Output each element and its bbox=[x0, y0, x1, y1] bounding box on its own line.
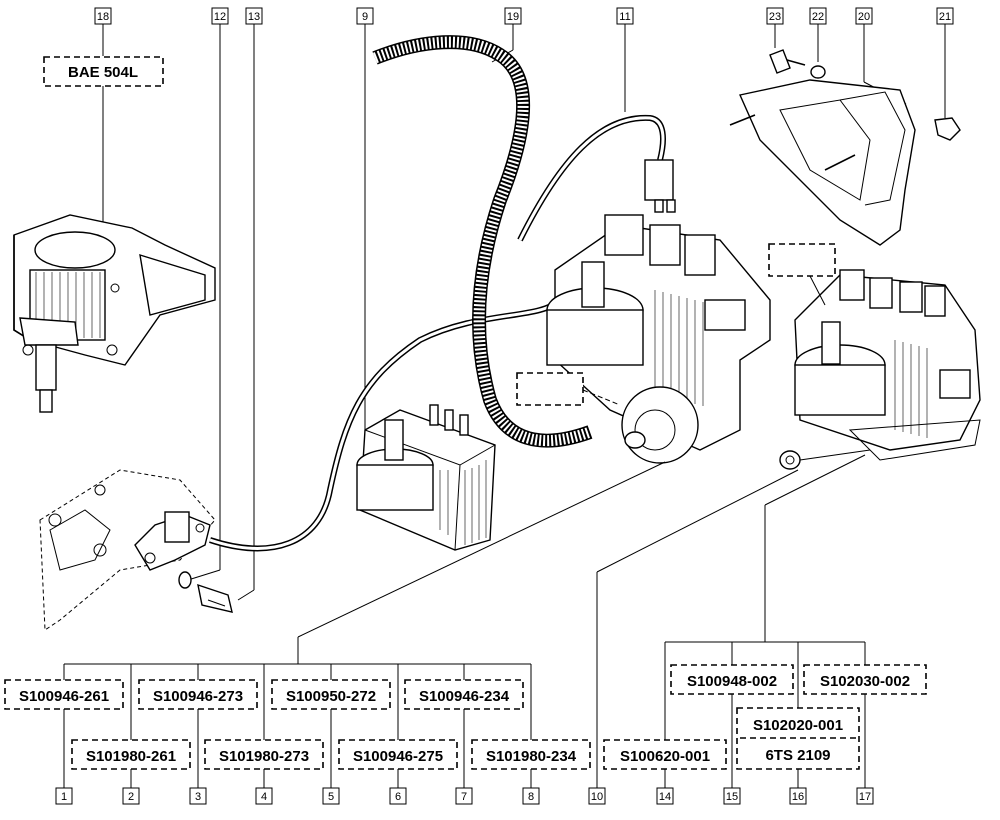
callout-3: 3 bbox=[189, 787, 207, 805]
coil-module-main bbox=[546, 214, 771, 464]
svg-text:S100946-275: S100946-275 bbox=[353, 748, 443, 765]
svg-text:13: 13 bbox=[248, 11, 260, 23]
callout-12: 12 bbox=[187, 7, 229, 581]
callout-17: 17 bbox=[856, 787, 874, 805]
svg-text:9: 9 bbox=[362, 11, 368, 23]
part-label-2: S101980-261 bbox=[71, 739, 191, 788]
svg-text:18: 18 bbox=[97, 11, 109, 23]
svg-text:3: 3 bbox=[195, 791, 201, 803]
part-label-8: S101980-234 bbox=[471, 739, 591, 788]
callout-2: 2 bbox=[122, 787, 140, 805]
svg-text:5: 5 bbox=[328, 791, 334, 803]
callout-7: 7 bbox=[455, 787, 473, 805]
svg-text:16: 16 bbox=[792, 791, 804, 803]
svg-text:S101980-261: S101980-261 bbox=[86, 748, 176, 765]
svg-text:12: 12 bbox=[214, 11, 226, 23]
svg-text:S100946-273: S100946-273 bbox=[153, 688, 243, 705]
svg-text:6: 6 bbox=[395, 791, 401, 803]
callout-15: 15 bbox=[723, 787, 741, 805]
coil-9 bbox=[356, 404, 496, 551]
svg-text:10: 10 bbox=[591, 791, 603, 803]
bracket-20 bbox=[729, 79, 916, 246]
callout-14: 14 bbox=[656, 787, 674, 805]
coil-module-right bbox=[794, 269, 981, 461]
svg-text:S100620-001: S100620-001 bbox=[620, 748, 710, 765]
svg-text:15: 15 bbox=[726, 791, 738, 803]
sensor-unit bbox=[134, 511, 211, 571]
dashed-placeholder-right bbox=[768, 243, 836, 306]
clip-21 bbox=[934, 117, 961, 141]
callout-18: 18 bbox=[94, 7, 112, 56]
part-label-4: S101980-273 bbox=[204, 739, 324, 788]
svg-text:17: 17 bbox=[859, 791, 871, 803]
svg-text:S102030-002: S102030-002 bbox=[820, 673, 910, 690]
dashed-placeholder-left bbox=[516, 372, 621, 406]
engine-bracket bbox=[39, 469, 216, 631]
callout-10: 10 bbox=[588, 787, 606, 805]
svg-text:6TS 2109: 6TS 2109 bbox=[765, 747, 830, 764]
part-label-16: S102020-001 6TS 2109 bbox=[736, 707, 860, 788]
washer-22 bbox=[810, 65, 826, 79]
svg-text:22: 22 bbox=[812, 11, 824, 23]
callout-11: 11 bbox=[616, 7, 634, 112]
cable-11 bbox=[517, 114, 676, 242]
coil-bae-504l bbox=[13, 214, 216, 413]
part-label-14: S100948-002 bbox=[670, 664, 794, 788]
part-label-6: S100946-275 bbox=[338, 739, 458, 788]
callout-23: 23 bbox=[766, 7, 784, 48]
svg-text:1: 1 bbox=[61, 791, 67, 803]
svg-text:BAE 504L: BAE 504L bbox=[68, 64, 138, 81]
callout-16: 16 bbox=[789, 787, 807, 805]
svg-text:8: 8 bbox=[528, 791, 534, 803]
part-label-1: S100946-261 bbox=[4, 679, 124, 788]
svg-text:11: 11 bbox=[619, 11, 630, 23]
leader-tree-right bbox=[664, 641, 866, 788]
hose-19 bbox=[372, 35, 593, 448]
part-label-3: S100946-273 bbox=[138, 679, 258, 788]
callout-13: 13 bbox=[237, 7, 263, 601]
callout-22: 22 bbox=[809, 7, 827, 62]
svg-text:14: 14 bbox=[659, 791, 671, 803]
callout-4: 4 bbox=[255, 787, 273, 805]
washer-12 bbox=[178, 571, 192, 589]
bolt-23 bbox=[769, 49, 806, 74]
callout-9: 9 bbox=[356, 7, 374, 430]
bolt-13 bbox=[197, 583, 233, 613]
callout-5: 5 bbox=[322, 787, 340, 805]
svg-text:4: 4 bbox=[261, 791, 267, 803]
svg-text:S100948-002: S100948-002 bbox=[687, 673, 777, 690]
svg-text:S102020-001: S102020-001 bbox=[753, 717, 843, 734]
svg-text:20: 20 bbox=[858, 11, 870, 23]
svg-text:S100950-272: S100950-272 bbox=[286, 688, 376, 705]
svg-text:S100946-234: S100946-234 bbox=[419, 688, 510, 705]
part-label-7: S100946-234 bbox=[404, 679, 524, 788]
leader-tree-left bbox=[63, 637, 532, 740]
part-label-18: BAE 504L bbox=[43, 56, 164, 235]
svg-text:S101980-234: S101980-234 bbox=[486, 748, 577, 765]
svg-text:19: 19 bbox=[507, 11, 519, 23]
svg-text:2: 2 bbox=[128, 791, 134, 803]
part-label-17: S102030-002 bbox=[803, 664, 927, 788]
svg-text:7: 7 bbox=[461, 791, 467, 803]
svg-text:21: 21 bbox=[939, 11, 951, 23]
callout-6: 6 bbox=[389, 787, 407, 805]
callout-1: 1 bbox=[55, 787, 73, 805]
svg-text:23: 23 bbox=[769, 11, 781, 23]
svg-text:S101980-273: S101980-273 bbox=[219, 748, 309, 765]
callout-8: 8 bbox=[522, 787, 540, 805]
nut-10 bbox=[779, 449, 871, 470]
svg-text:S100946-261: S100946-261 bbox=[19, 688, 109, 705]
callout-21: 21 bbox=[936, 7, 954, 118]
part-label-5: S100950-272 bbox=[271, 679, 391, 788]
